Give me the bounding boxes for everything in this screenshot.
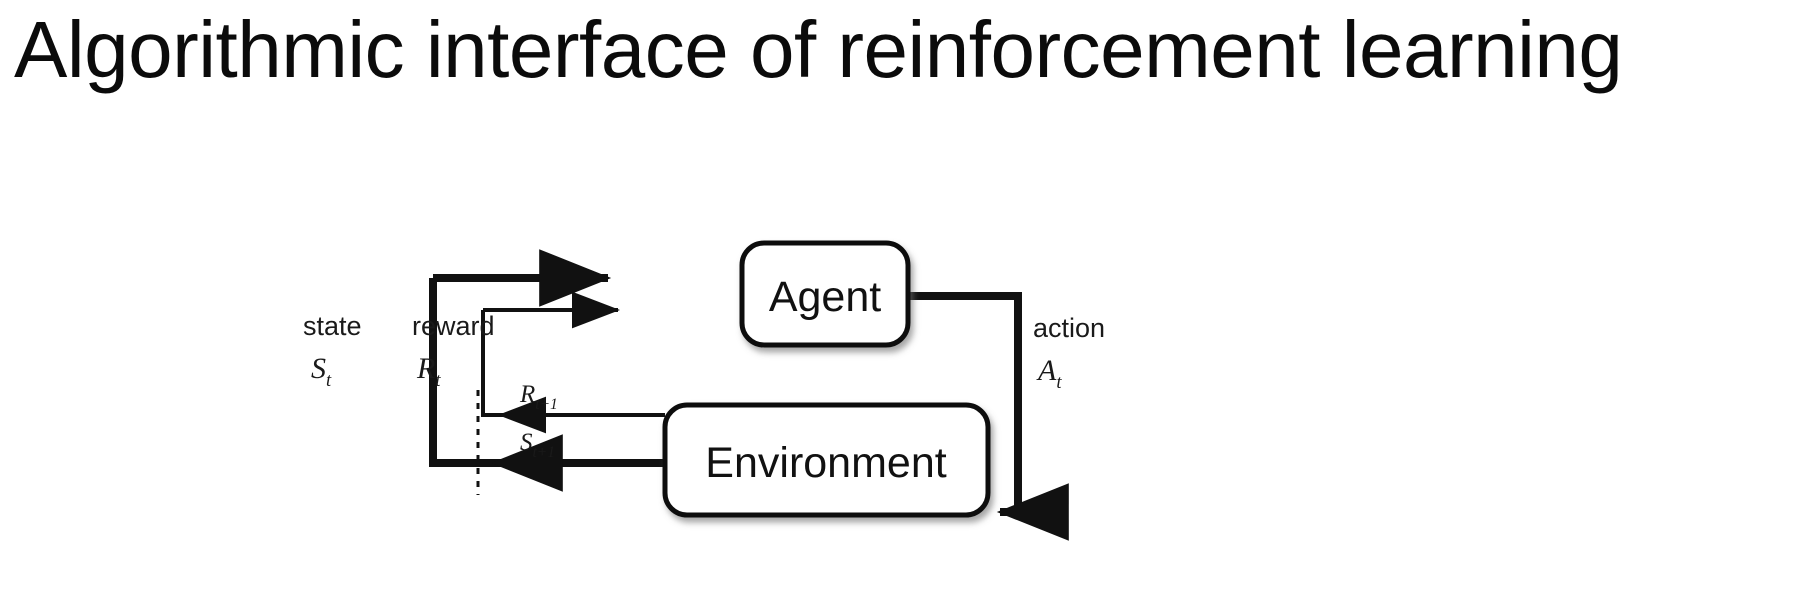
svg-text:Rt+1: Rt+1 bbox=[519, 381, 558, 413]
edge-reward-symbol: Rt bbox=[416, 352, 441, 391]
svg-text:St+1: St+1 bbox=[520, 429, 555, 461]
edge-state-symbol: St bbox=[311, 352, 332, 391]
edge-next-reward-symbol: Rt+1 bbox=[519, 381, 558, 413]
page-title: Algorithmic interface of reinforcement l… bbox=[14, 5, 1623, 94]
svg-text:Rt: Rt bbox=[416, 352, 441, 391]
edge-action bbox=[903, 292, 1069, 541]
node-agent[interactable]: Agent bbox=[739, 240, 911, 348]
edge-action-symbol-base: A bbox=[1036, 354, 1057, 387]
edge-next-state-symbol-base: S bbox=[520, 429, 533, 456]
edge-next-reward-symbol-base: R bbox=[519, 381, 535, 408]
edge-action-symbol: At bbox=[1036, 354, 1062, 393]
svg-text:St: St bbox=[311, 352, 332, 391]
rl-loop-diagram: Agent Environment state St reward Rt act… bbox=[0, 150, 1300, 570]
node-agent-label: Agent bbox=[769, 273, 881, 321]
edge-reward-word: reward bbox=[412, 311, 495, 341]
node-environment-label: Environment bbox=[705, 439, 946, 487]
edge-state-symbol-subscript: t bbox=[326, 370, 332, 391]
svg-text:At: At bbox=[1036, 354, 1062, 393]
edge-next-state-symbol: St+1 bbox=[520, 429, 555, 461]
edge-state-word: state bbox=[303, 311, 362, 341]
edge-action-symbol-subscript: t bbox=[1056, 372, 1062, 393]
edge-next-reward-symbol-subscript: t+1 bbox=[535, 396, 558, 413]
edge-state-symbol-base: S bbox=[311, 352, 326, 385]
edge-reward-symbol-subscript: t bbox=[435, 370, 441, 391]
edge-action-word: action bbox=[1033, 313, 1105, 343]
edge-reward-symbol-base: R bbox=[416, 352, 435, 385]
edge-next-state-symbol-subscript: t+1 bbox=[533, 444, 556, 461]
node-environment[interactable]: Environment bbox=[662, 402, 991, 518]
